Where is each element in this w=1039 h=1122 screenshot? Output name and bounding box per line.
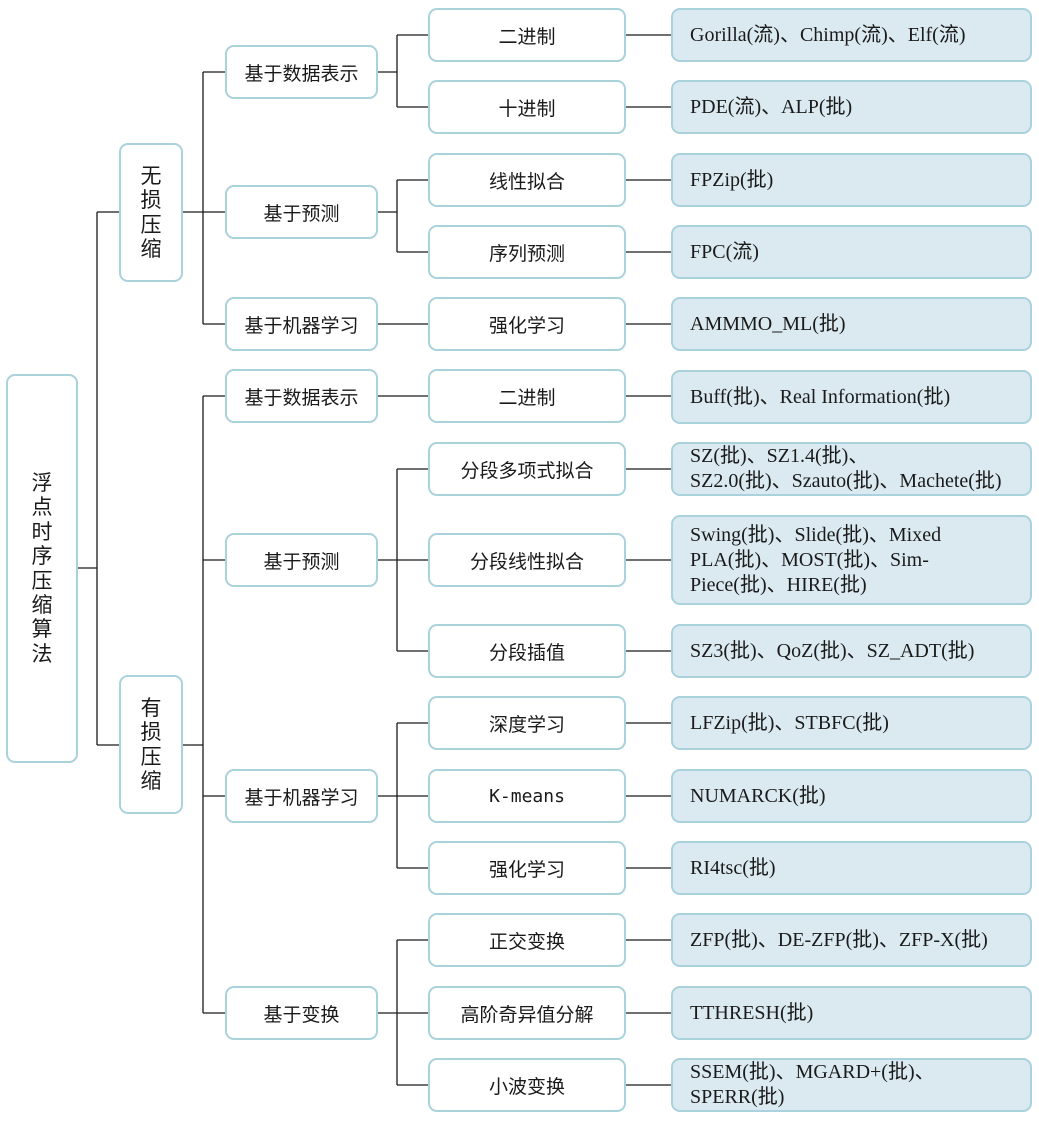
technique-node: 强化学习 <box>428 841 626 895</box>
method-node: 基于预测 <box>225 185 378 239</box>
method-node: 基于机器学习 <box>225 297 378 351</box>
category-label: 有损压缩 <box>140 695 162 793</box>
technique-node: 正交变换 <box>428 913 626 967</box>
technique-node: 分段线性拟合 <box>428 533 626 587</box>
technique-node: 深度学习 <box>428 696 626 750</box>
technique-node: 分段多项式拟合 <box>428 442 626 496</box>
algorithm-list-line: Piece(批)、HIRE(批) <box>690 573 867 596</box>
algorithm-list: RI4tsc(批) <box>671 841 1032 895</box>
algorithm-list-line: SZ(批)、SZ1.4(批)、 <box>690 445 869 467</box>
technique-node: 小波变换 <box>428 1058 626 1112</box>
algorithm-list: FPZip(批) <box>671 153 1032 207</box>
algorithm-list-line: SZ2.0(批)、Szauto(批)、Machete(批) <box>690 470 1002 492</box>
method-node: 基于数据表示 <box>225 369 378 423</box>
algorithm-list: SSEM(批)、MGARD+(批)、 SPERR(批) <box>671 1058 1032 1112</box>
technique-node: 二进制 <box>428 369 626 423</box>
algorithm-list: SZ3(批)、QoZ(批)、SZ_ADT(批) <box>671 624 1032 678</box>
method-node: 基于变换 <box>225 986 378 1040</box>
technique-node: K-means <box>428 769 626 823</box>
category-lossy: 有损压缩 <box>119 675 183 814</box>
root-label: 浮点时序压缩算法 <box>31 471 53 666</box>
algorithm-list: AMMMO_ML(批) <box>671 297 1032 351</box>
technique-node: 线性拟合 <box>428 153 626 207</box>
algorithm-list-line: PLA(批)、MOST(批)、Sim- <box>690 548 929 571</box>
method-node: 基于数据表示 <box>225 45 378 99</box>
method-node: 基于机器学习 <box>225 769 378 823</box>
category-label: 无损压缩 <box>140 163 162 261</box>
algorithm-list: LFZip(批)、STBFC(批) <box>671 696 1032 750</box>
technique-node: 强化学习 <box>428 297 626 351</box>
algorithm-list: Gorilla(流)、Chimp(流)、Elf(流) <box>671 8 1032 62</box>
algorithm-list: NUMARCK(批) <box>671 769 1032 823</box>
algorithm-list: FPC(流) <box>671 225 1032 279</box>
algorithm-list: Buff(批)、Real Information(批) <box>671 370 1032 424</box>
technique-node: 分段插值 <box>428 624 626 678</box>
algorithm-list-line: Swing(批)、Slide(批)、Mixed <box>690 523 942 546</box>
root-node: 浮点时序压缩算法 <box>6 374 78 763</box>
algorithm-list: ZFP(批)、DE-ZFP(批)、ZFP-X(批) <box>671 913 1032 967</box>
algorithm-list: SZ(批)、SZ1.4(批)、 SZ2.0(批)、Szauto(批)、Machet… <box>671 442 1032 496</box>
method-node: 基于预测 <box>225 533 378 587</box>
algorithm-list-line: SPERR(批) <box>690 1086 785 1108</box>
category-lossless: 无损压缩 <box>119 143 183 282</box>
algorithm-list-text: SSEM(批)、MGARD+(批)、 SPERR(批) <box>690 1060 935 1110</box>
technique-node: 十进制 <box>428 80 626 134</box>
technique-node: 高阶奇异值分解 <box>428 986 626 1040</box>
technique-node: 序列预测 <box>428 225 626 279</box>
algorithm-list-line: SSEM(批)、MGARD+(批)、 <box>690 1061 935 1083</box>
technique-node: 二进制 <box>428 8 626 62</box>
algorithm-list-text: SZ(批)、SZ1.4(批)、 SZ2.0(批)、Szauto(批)、Machet… <box>690 444 1002 494</box>
algorithm-list: PDE(流)、ALP(批) <box>671 80 1032 134</box>
algorithm-list: TTHRESH(批) <box>671 986 1032 1040</box>
